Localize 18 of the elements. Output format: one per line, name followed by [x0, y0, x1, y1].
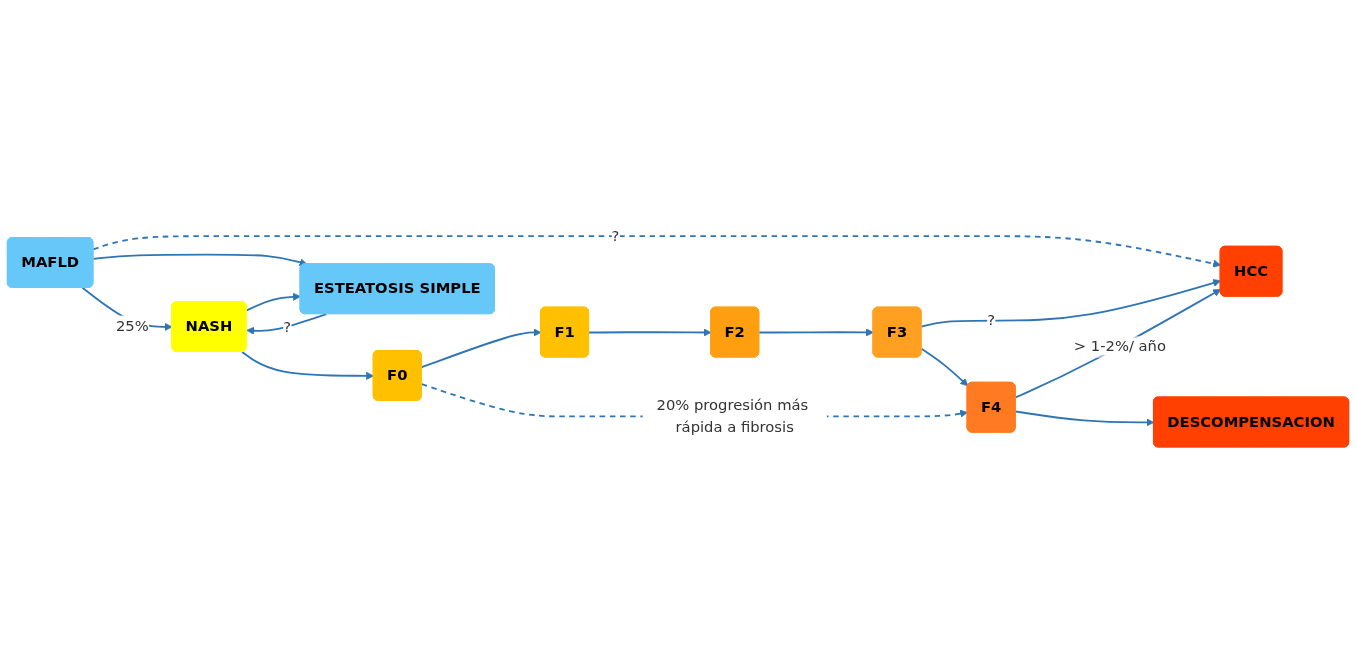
- edge-label: ?: [611, 226, 620, 245]
- arrow: [758, 328, 874, 337]
- arrow: [920, 278, 1222, 328]
- edge-label: 25%: [115, 317, 149, 335]
- arrow: [246, 313, 328, 335]
- edge-label: ?: [987, 311, 996, 329]
- arrow: [245, 292, 301, 312]
- arrow: [92, 253, 308, 267]
- arrow: [920, 347, 969, 387]
- edge-label: 20% progresión más rápida a fibrosis: [656, 396, 809, 436]
- arrow: [588, 328, 712, 337]
- arrow: [1014, 289, 1222, 399]
- arrow: [420, 328, 542, 369]
- edge-label: ?: [283, 318, 292, 336]
- arrow: [1014, 410, 1155, 427]
- edge-label: > 1-2%/ año: [1073, 337, 1166, 356]
- arrow: [241, 350, 375, 380]
- arrow: [92, 235, 1222, 268]
